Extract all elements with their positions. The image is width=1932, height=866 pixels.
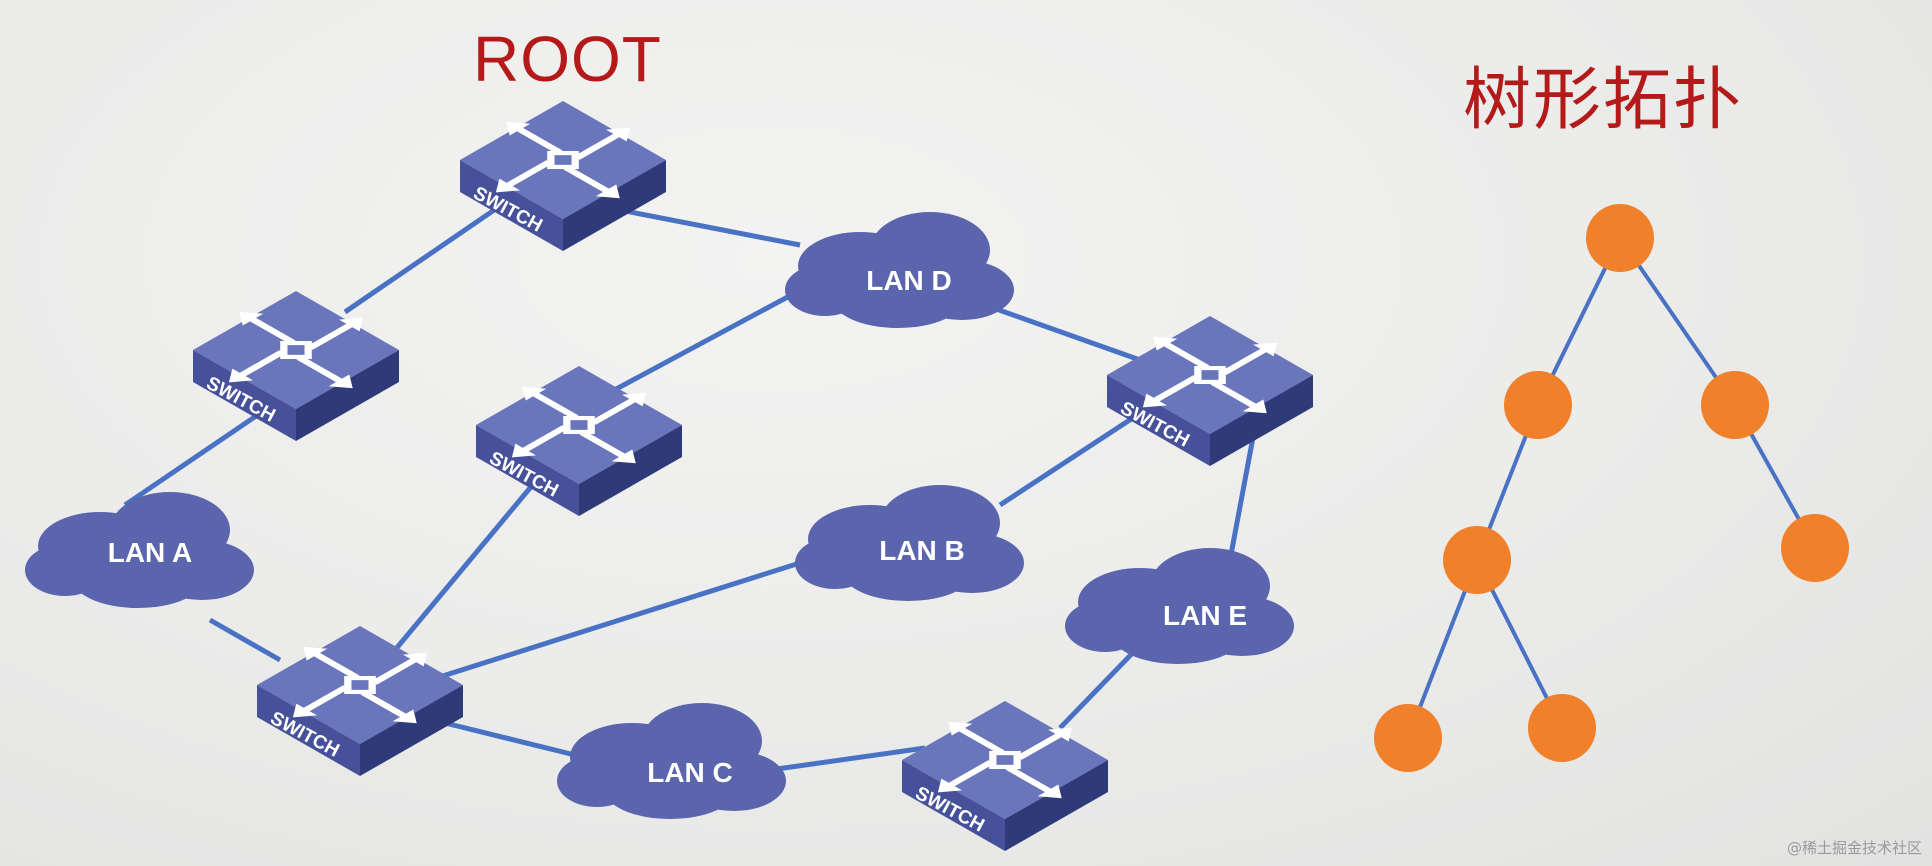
tree-node bbox=[1374, 704, 1442, 772]
tree-node bbox=[1443, 526, 1511, 594]
lan-c-label: LAN C bbox=[647, 757, 733, 788]
tree-node-root bbox=[1586, 204, 1654, 272]
switch-bottom: SWITCH bbox=[881, 689, 1129, 851]
lan-d-cloud: LAN D bbox=[785, 212, 1014, 328]
switch-lower-left: SWITCH bbox=[236, 614, 484, 776]
lan-b-cloud: LAN B bbox=[795, 485, 1024, 601]
link-land-switch3 bbox=[603, 282, 812, 398]
switch-upper-left: SWITCH bbox=[172, 279, 420, 441]
link-switch4-lanc bbox=[444, 720, 576, 758]
tree-node bbox=[1504, 371, 1572, 439]
tree-node bbox=[1528, 694, 1596, 762]
link-lanc-switch6 bbox=[769, 745, 926, 773]
link-root-land bbox=[619, 207, 801, 248]
network-links bbox=[123, 162, 1263, 773]
link-switch5-lanb bbox=[998, 407, 1147, 508]
link-switch3-switch4 bbox=[393, 468, 547, 652]
tree-node bbox=[1781, 514, 1849, 582]
link-switch4-lanb bbox=[429, 552, 826, 683]
lan-b-label: LAN B bbox=[879, 535, 965, 566]
lan-c-cloud: LAN C bbox=[557, 703, 786, 819]
lan-a-label: LAN A bbox=[108, 537, 193, 568]
lan-e-cloud: LAN E bbox=[1065, 548, 1294, 664]
lan-d-label: LAN D bbox=[866, 265, 952, 296]
link-lana-switch4 bbox=[208, 617, 282, 663]
link-switch2-lana bbox=[123, 407, 267, 508]
root-switch: SWITCH bbox=[439, 89, 687, 251]
lan-e-label: LAN E bbox=[1163, 600, 1247, 631]
watermark: @稀土掘金技术社区 bbox=[1786, 839, 1922, 857]
switch-right: SWITCH bbox=[1086, 304, 1334, 466]
link-land-switch5 bbox=[984, 302, 1141, 363]
tree-topology bbox=[1374, 204, 1849, 772]
lan-a-cloud: LAN A bbox=[25, 492, 254, 608]
switch-middle: SWITCH bbox=[455, 354, 703, 516]
tree-topology-title: 树形拓扑 bbox=[1463, 61, 1744, 140]
tree-node bbox=[1701, 371, 1769, 439]
root-title: ROOT bbox=[473, 23, 662, 95]
